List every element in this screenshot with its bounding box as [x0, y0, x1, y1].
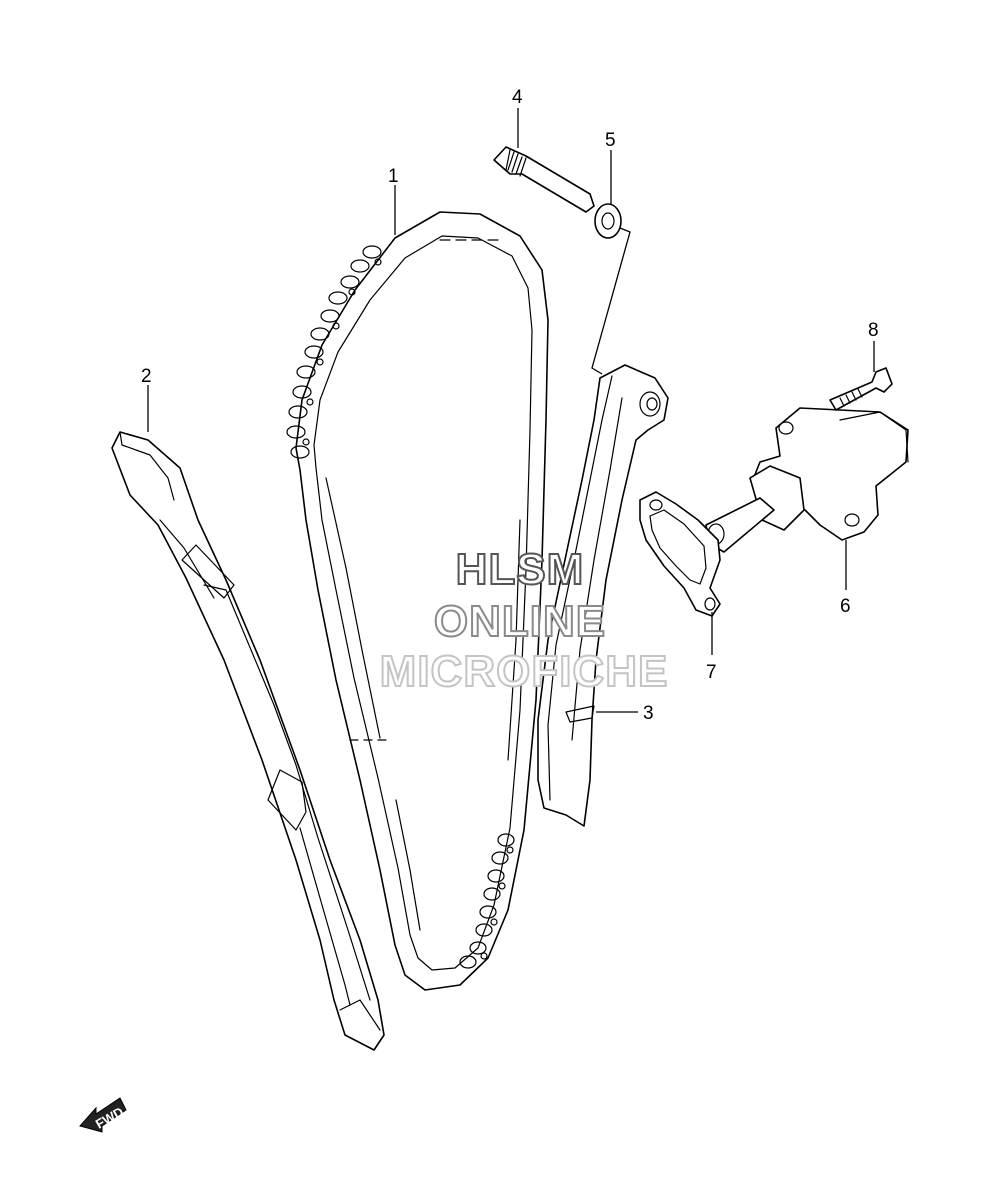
- pivot-bolt: [493, 146, 595, 213]
- callout-5: 5: [605, 130, 616, 151]
- callout-4: 4: [512, 87, 523, 108]
- chain-tensioner-arm: [537, 364, 669, 827]
- watermark-line-2: ONLINE: [434, 597, 606, 646]
- leader-lines: [147, 108, 875, 713]
- callout-1: 1: [388, 166, 399, 187]
- watermark: HLSM ONLINE MICROFICHE: [379, 544, 669, 697]
- watermark-line-1: HLSM: [456, 545, 585, 594]
- washer: [594, 203, 622, 239]
- callout-6: 6: [840, 596, 851, 617]
- fwd-direction-badge: FWD: [79, 1097, 127, 1133]
- callout-labels: 1 2 3 4 5 6 7 8: [141, 87, 879, 724]
- tensioner-adjuster: [705, 407, 909, 553]
- gasket: [639, 491, 721, 617]
- cam-chain: [286, 211, 549, 991]
- watermark-line-3: MICROFICHE: [380, 647, 669, 696]
- callout-3: 3: [643, 703, 654, 724]
- chain-guide-rear: [111, 431, 385, 1051]
- callout-7: 7: [706, 662, 717, 683]
- callout-2: 2: [141, 366, 152, 387]
- callout-8: 8: [868, 320, 879, 341]
- adjuster-bolt: [829, 367, 893, 411]
